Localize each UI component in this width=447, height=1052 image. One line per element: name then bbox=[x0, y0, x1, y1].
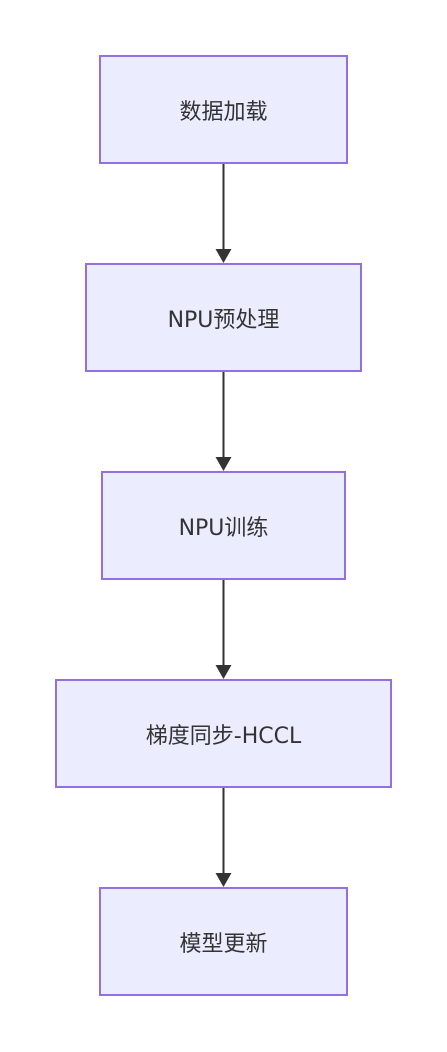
node-npu-training: NPU训练 bbox=[101, 471, 346, 580]
arrow-head-icon bbox=[215, 249, 232, 263]
node-gradient-sync-hccl: 梯度同步-HCCL bbox=[55, 679, 392, 788]
node-label: 模型更新 bbox=[179, 931, 268, 957]
node-label: 梯度同步-HCCL bbox=[145, 723, 302, 749]
arrow-head-icon bbox=[215, 665, 232, 679]
node-label: NPU训练 bbox=[178, 515, 269, 541]
node-data-loading: 数据加载 bbox=[99, 55, 348, 164]
node-label: NPU预处理 bbox=[167, 307, 280, 333]
arrow-head-icon bbox=[215, 873, 232, 887]
arrow-head-icon bbox=[215, 457, 232, 471]
node-npu-preprocessing: NPU预处理 bbox=[85, 263, 362, 372]
edge-n3-n4 bbox=[215, 580, 232, 679]
edge-n4-n5 bbox=[215, 788, 232, 887]
edge-n1-n2 bbox=[215, 164, 232, 263]
edge-n2-n3 bbox=[215, 372, 232, 471]
node-model-update: 模型更新 bbox=[99, 887, 348, 996]
node-label: 数据加载 bbox=[179, 99, 268, 125]
